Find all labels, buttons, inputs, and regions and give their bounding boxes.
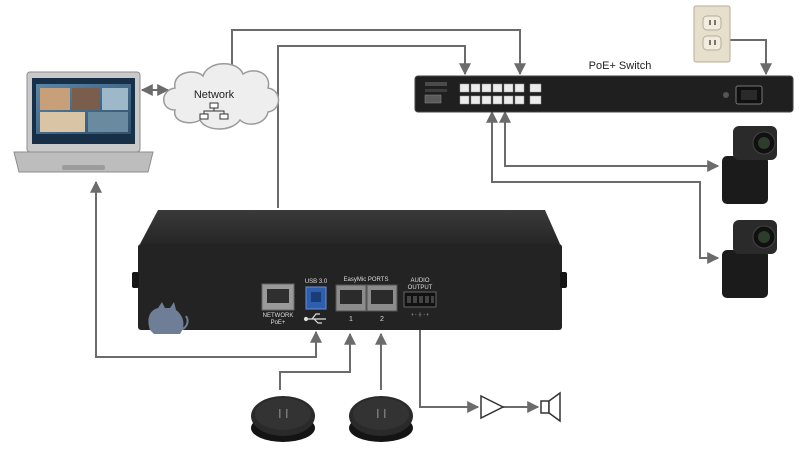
speaker-icon — [540, 391, 561, 423]
usb-symbol-icon — [303, 313, 326, 324]
network-port-poe-label: PoE+ — [271, 320, 286, 326]
cable-switch-camera1 — [499, 110, 720, 172]
ptz-camera-icon — [722, 220, 777, 298]
network-cloud-icon: Network — [163, 63, 280, 130]
laptop-icon — [13, 71, 154, 173]
easymic-puck-icon — [251, 396, 315, 442]
poe-switch-icon: PoE+ Switch — [414, 60, 794, 113]
av-bridge-device: NETWORK PoE+ USB 3.0 EasyMic PORTS 1 2 — [132, 210, 567, 334]
network-poe-port: NETWORK PoE+ — [261, 283, 295, 326]
wall-outlet-icon — [693, 5, 731, 63]
cat-logo-icon — [148, 302, 189, 334]
audio-output-label-2: OUTPUT — [408, 285, 433, 291]
audio-output-port: AUDIO OUTPUT + - ⏚ - + — [403, 278, 437, 317]
audio-output-label: AUDIO — [410, 278, 429, 284]
cable-network-switch — [231, 29, 526, 76]
cables — [90, 29, 772, 413]
easymic-port2-label: 2 — [380, 316, 384, 323]
cable-usb-laptop — [90, 180, 322, 358]
usb-port: USB 3.0 — [303, 279, 328, 324]
easymic-ports: EasyMic PORTS 1 2 — [335, 277, 398, 323]
amplifier-icon — [480, 394, 505, 420]
cable-audio-amp — [419, 330, 480, 413]
cable-switch-camera2 — [486, 110, 720, 264]
cable-device-switch — [277, 45, 471, 208]
network-label: Network — [194, 89, 235, 101]
cable-outlet-switch — [730, 39, 772, 76]
easymic-port1-label: 1 — [349, 316, 353, 323]
easymic-puck-icon — [349, 396, 413, 442]
network-topology-icon — [199, 102, 229, 120]
audio-pin-labels: + - ⏚ - + — [411, 311, 429, 317]
ptz-camera-icon — [722, 126, 777, 204]
switch-ports — [459, 83, 542, 105]
easymic-label: EasyMic PORTS — [344, 277, 389, 283]
switch-label: PoE+ Switch — [589, 60, 652, 72]
usb-label: USB 3.0 — [305, 279, 328, 285]
cable-mic1 — [279, 332, 356, 390]
network-port-label: NETWORK — [263, 313, 294, 319]
